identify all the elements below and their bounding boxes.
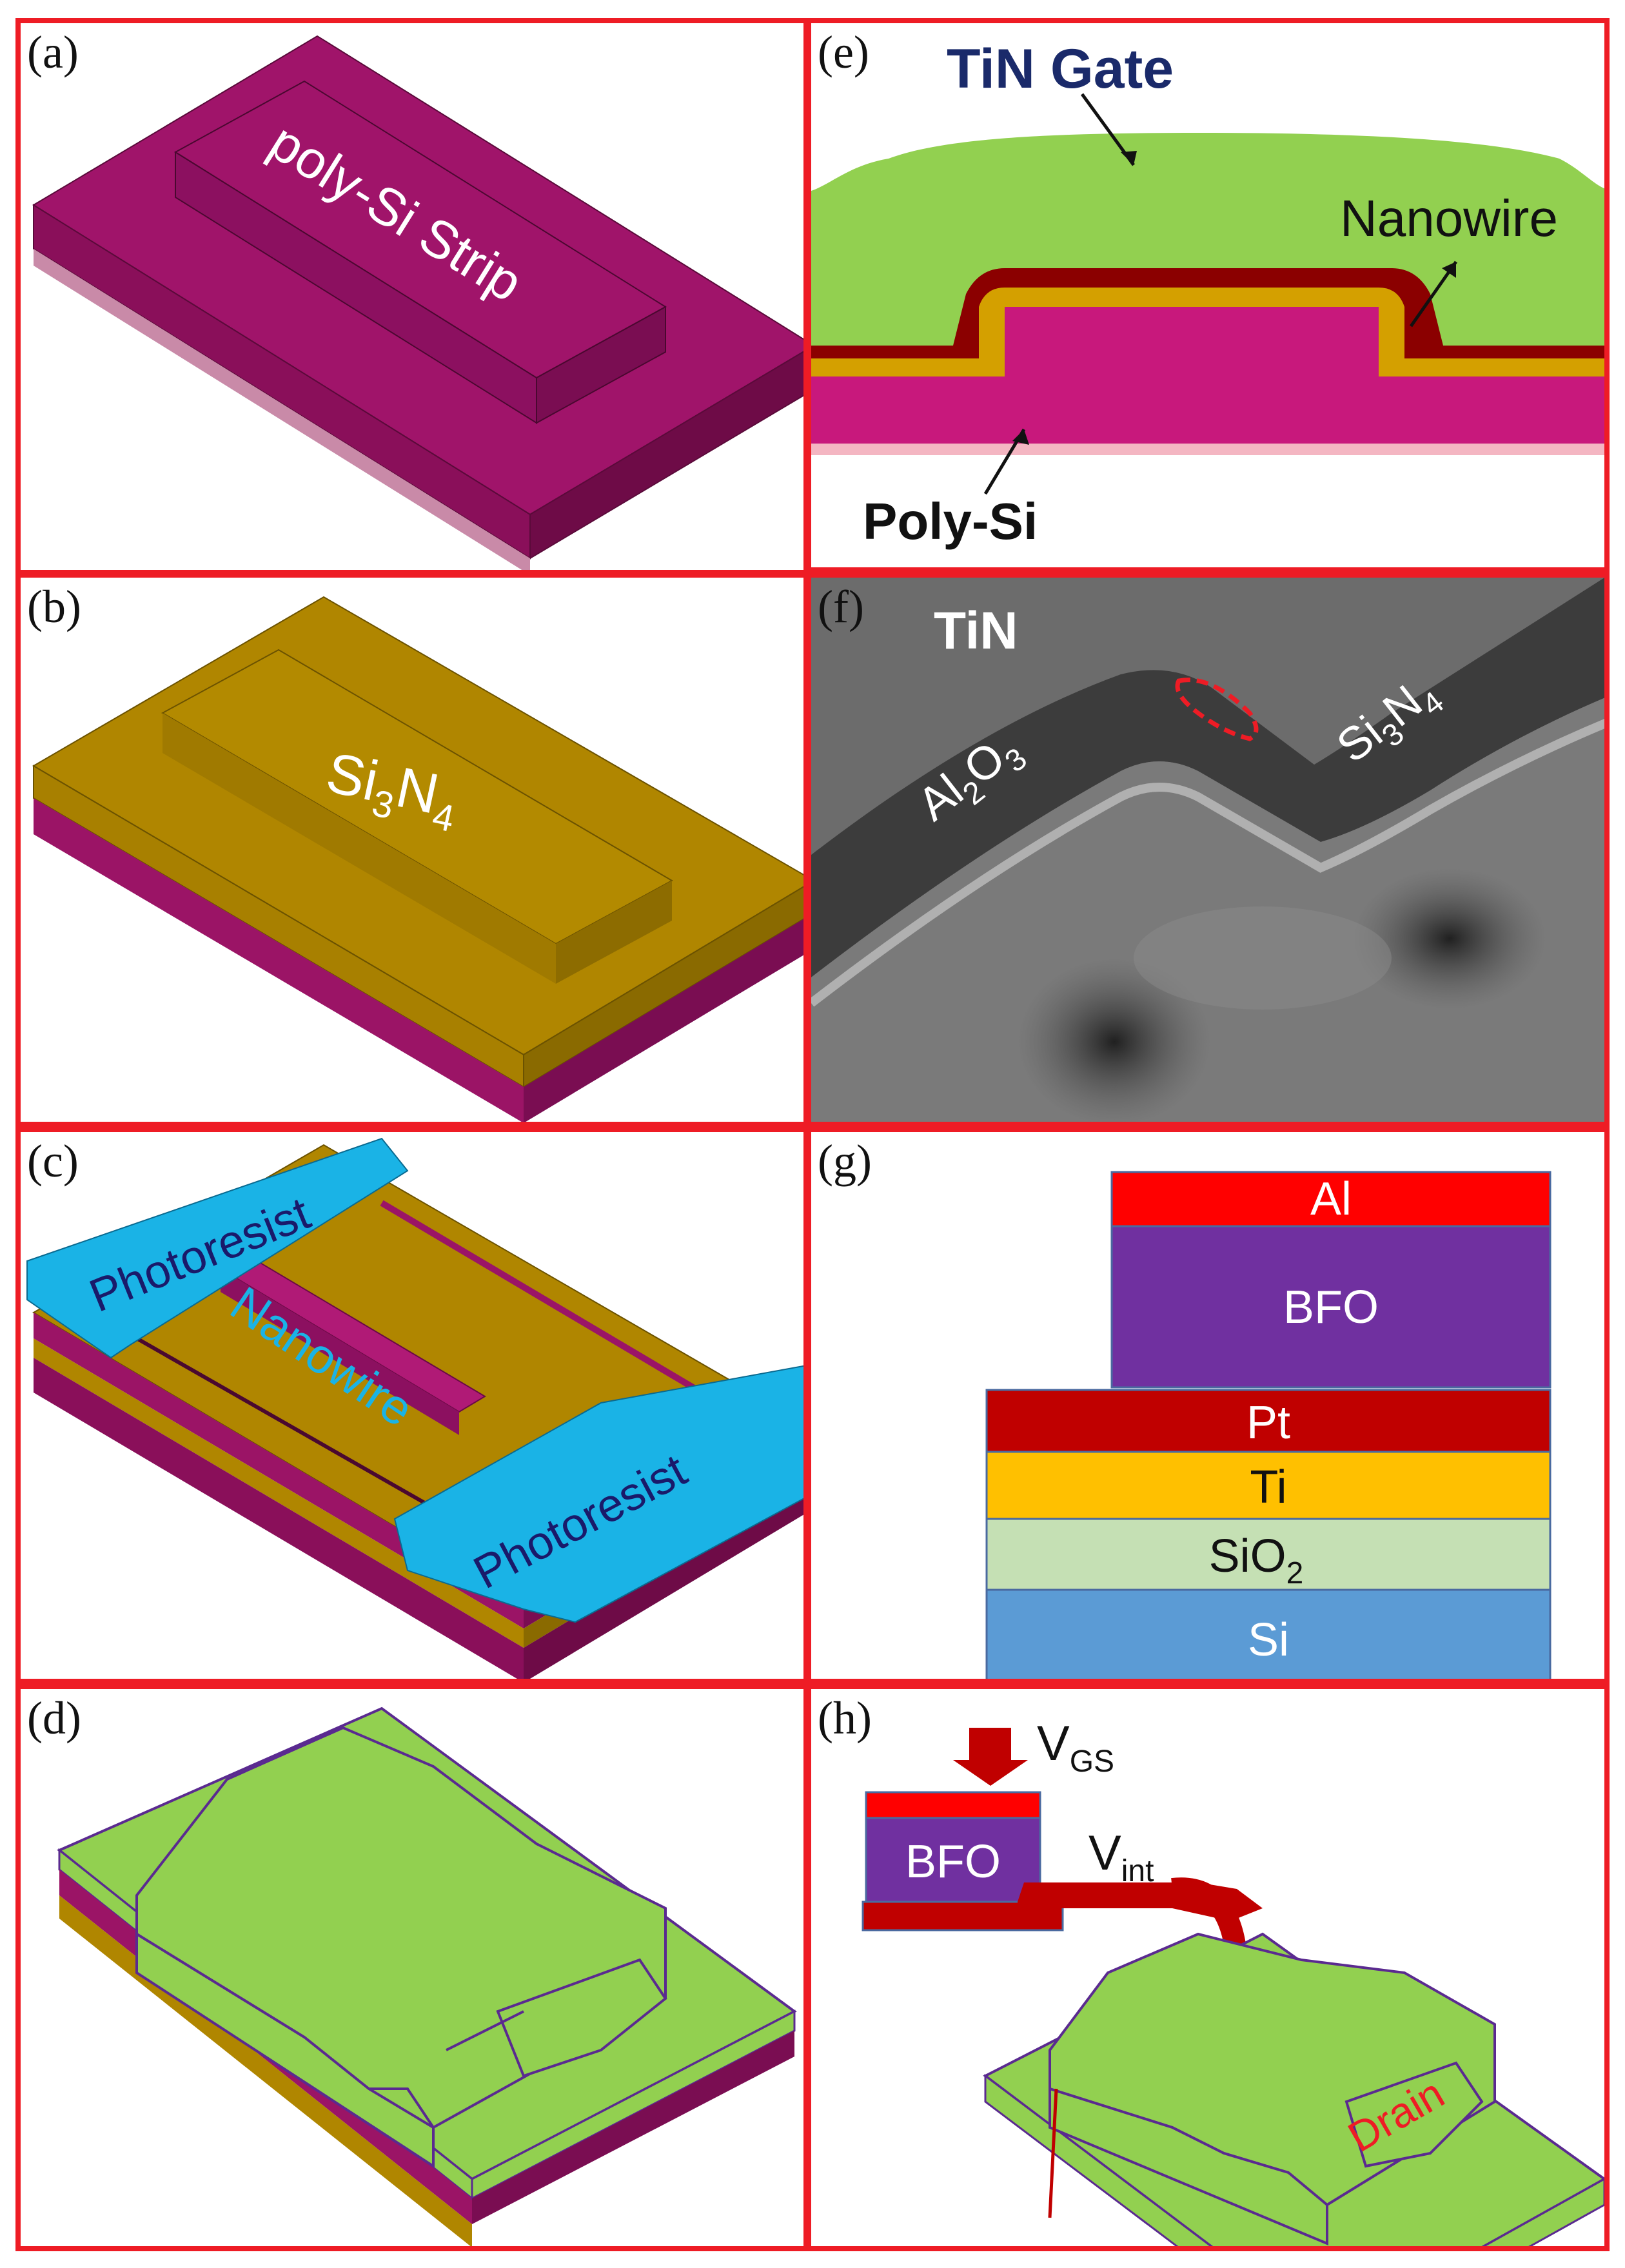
panel-e: (e) TiN Gate Nanowire Poly-Si: [806, 18, 1610, 572]
panel-label-a: (a): [27, 26, 79, 78]
layer-stack: Al BFO Pt Ti SiO2 Si: [985, 1171, 1551, 1679]
nanowire-arrowhead: [1442, 262, 1456, 278]
panel-label-d: (d): [27, 1692, 81, 1744]
panel-h: (h) VGS BFO Vint Drain: [806, 1684, 1610, 2251]
tin-gate-label: TiN Gate: [947, 38, 1174, 100]
panel-g: (g) Al BFO Pt Ti SiO2 Si: [806, 1127, 1610, 1684]
si-layer: [985, 1589, 1551, 1679]
panel-label-b: (b): [27, 581, 81, 632]
tin-gate-arrowhead: [1121, 151, 1137, 165]
sio2-label: SiO2: [1209, 1530, 1304, 1590]
panel-d: (d): [15, 1684, 809, 2251]
panel-b: (b) Si3N4: [15, 572, 809, 1127]
poly-si-label-e: Poly-Si: [863, 493, 1038, 550]
panel-h-illustration: VGS BFO Vint Drain: [862, 1716, 1604, 2246]
panel-b-illustration: Si3N4: [32, 596, 803, 1122]
panel-e-illustration: TiN Gate Nanowire Poly-Si: [811, 38, 1604, 567]
panel-a: (a) poly-Si Strip: [15, 18, 809, 575]
vgs-label: VGS: [1037, 1716, 1114, 1779]
si-label: Si: [1248, 1614, 1289, 1666]
bfo-label: BFO: [1283, 1282, 1379, 1333]
bfo-layer: [1110, 1225, 1551, 1389]
ti-label: Ti: [1250, 1461, 1286, 1513]
bfo-gate-block: [865, 1817, 1041, 1903]
bfo-label-h: BFO: [905, 1836, 1001, 1888]
tin-label-f: TiN: [934, 601, 1018, 660]
bfo-gate-al: [865, 1791, 1041, 1819]
pt-label: Pt: [1246, 1397, 1290, 1449]
poly-si-arrowhead: [1012, 429, 1029, 445]
vint-label: Vint: [1088, 1826, 1154, 1888]
panel-d-illustration: [57, 1706, 797, 2246]
sio2-layer: [985, 1518, 1551, 1591]
panel-label-h: (h): [818, 1692, 872, 1744]
ti-layer: [985, 1451, 1551, 1520]
al-label: Al: [1310, 1173, 1352, 1225]
panel-label-g: (g): [818, 1135, 872, 1187]
tem-image: TiN Al2O3 Si3N4: [811, 578, 1604, 1122]
panel-label-e: (e): [818, 26, 869, 78]
pt-layer: [985, 1389, 1551, 1453]
panel-c-illustration: Photoresist Nanowire Photoresist: [26, 1137, 803, 1679]
panel-a-illustration: poly-Si Strip: [32, 35, 803, 570]
panel-label-c: (c): [27, 1135, 79, 1187]
panel-f: TiN Al2O3 Si3N4 (f): [806, 572, 1610, 1127]
panel-c: (c) Photoresist Nanowire Photoresist: [15, 1127, 809, 1684]
panel-label-f: (f): [818, 581, 864, 632]
nanowire-label-e: Nanowire: [1340, 190, 1558, 247]
